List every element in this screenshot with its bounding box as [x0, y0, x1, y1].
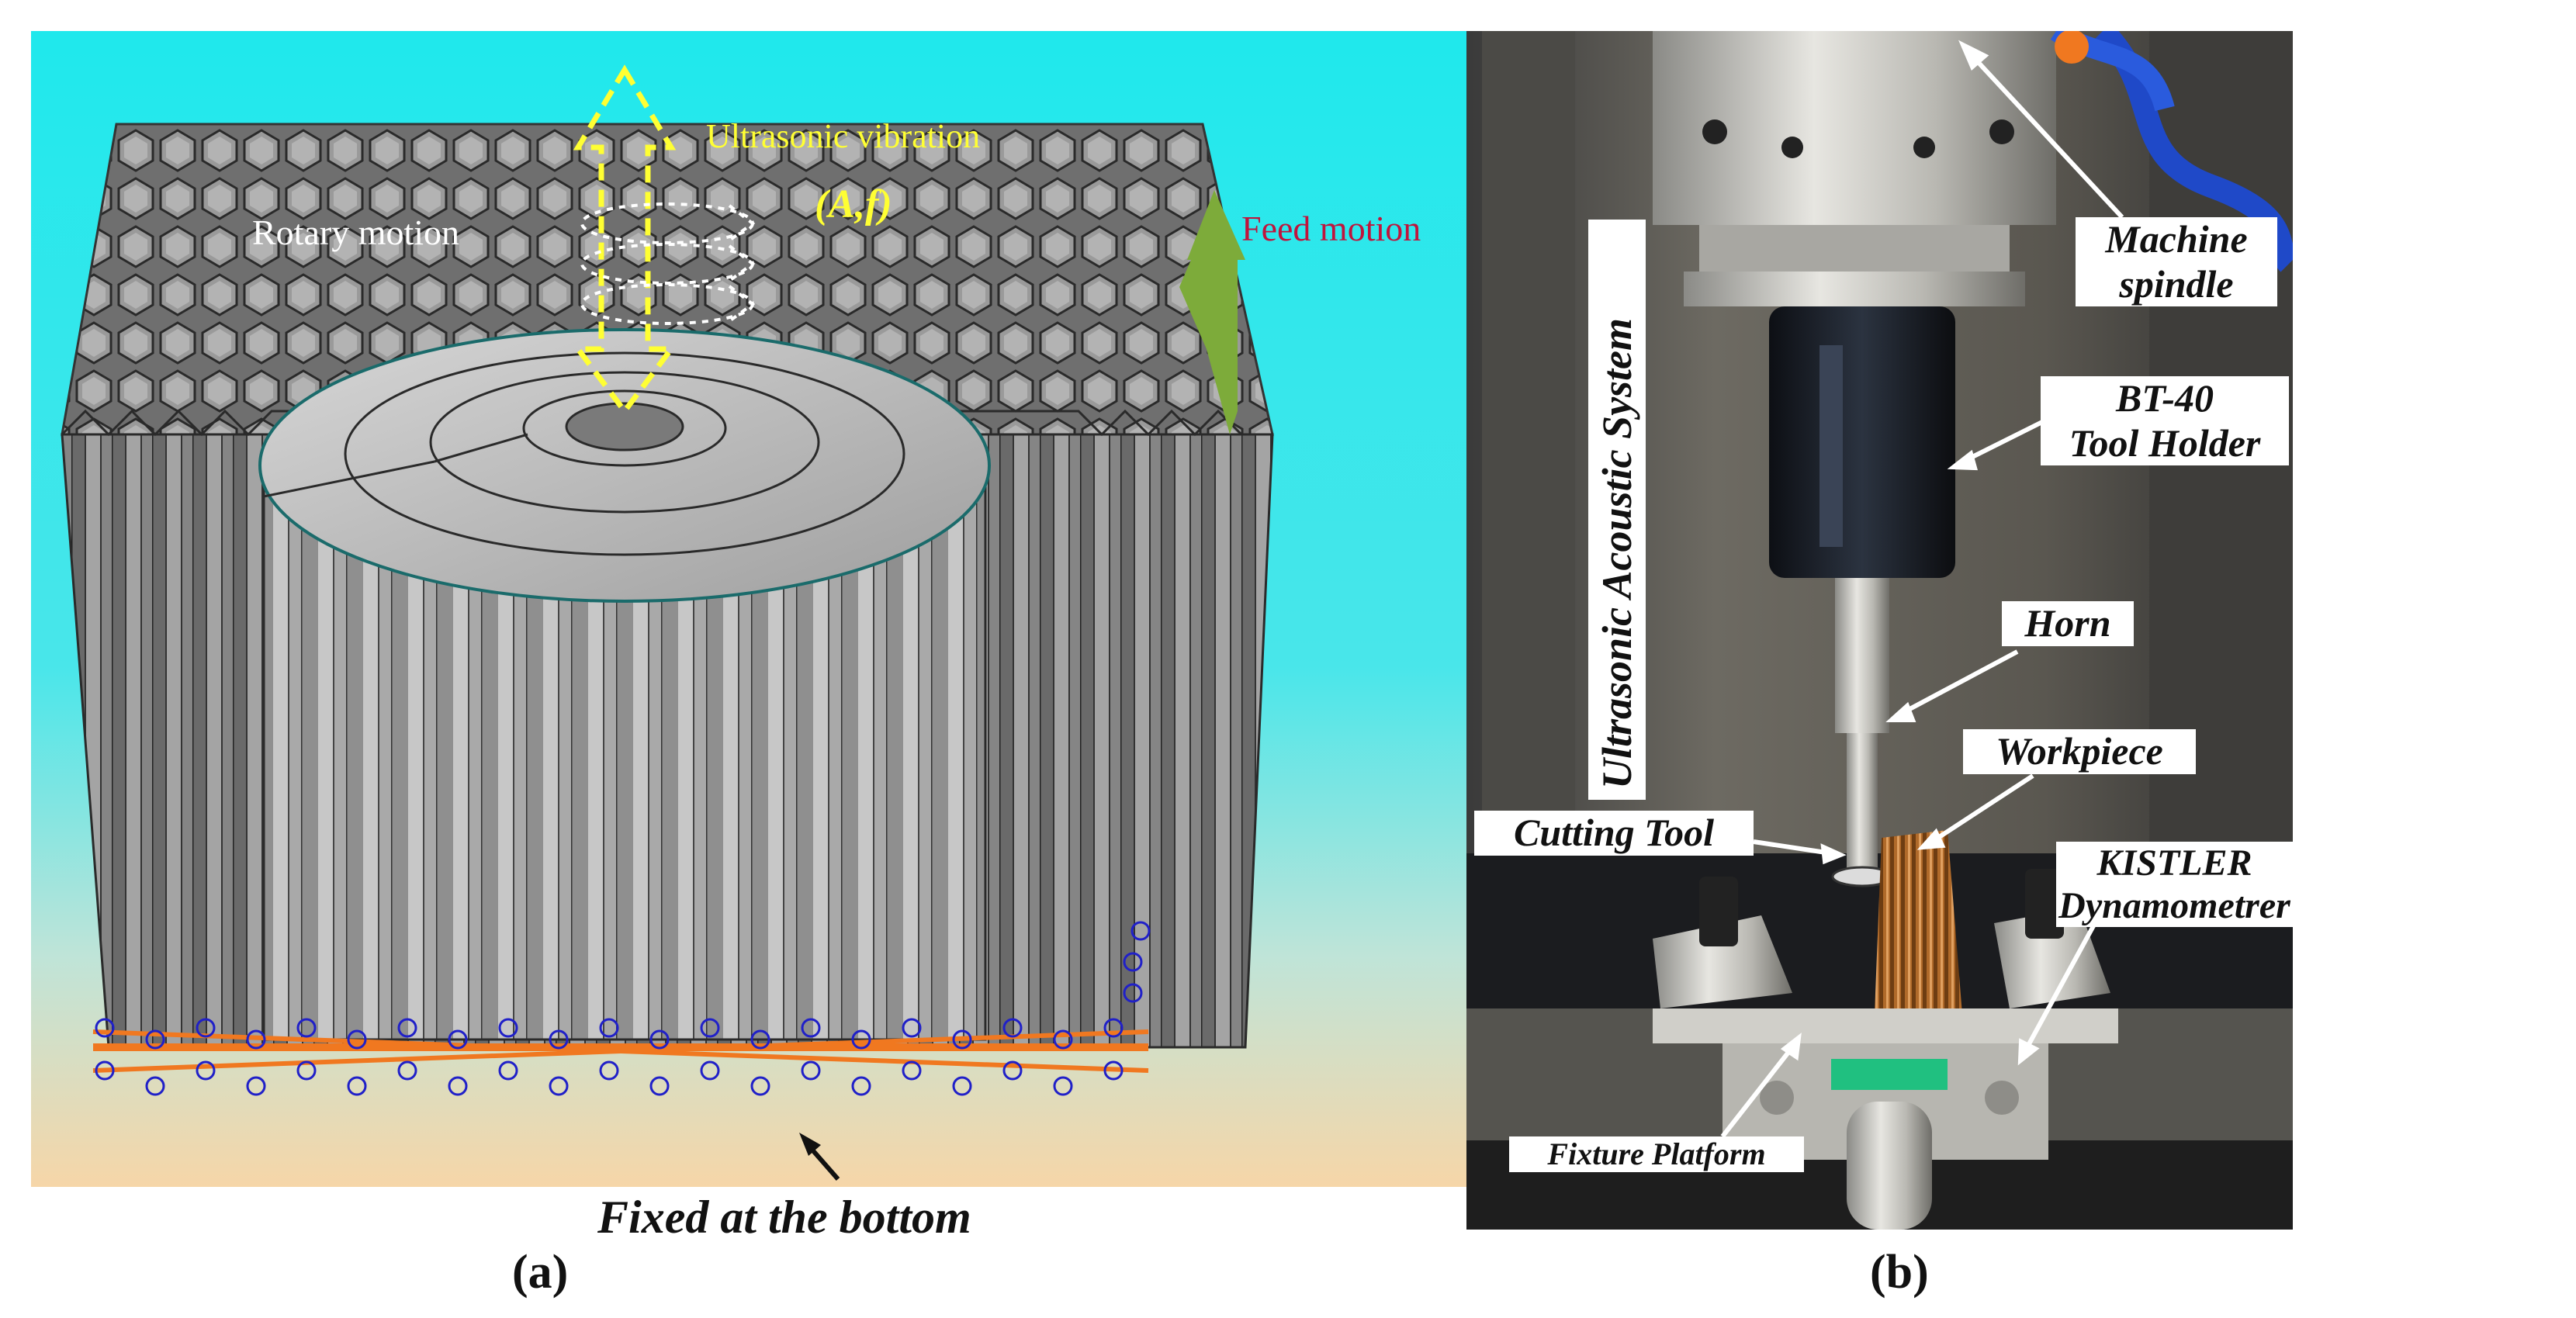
- feed-label: Feed motion: [1241, 209, 1421, 248]
- label-cutting-tool-text: Cutting Tool: [1514, 811, 1714, 854]
- label-kistler-line2: Dynamometrer: [2058, 885, 2290, 927]
- label-tool-holder: BT-40 Tool Holder: [2041, 376, 2289, 465]
- label-cutting-tool: Cutting Tool: [1474, 811, 1754, 856]
- label-kistler: KISTLER Dynamometrer: [2056, 842, 2293, 928]
- label-machine-spindle: Machine spindle: [2076, 217, 2277, 306]
- rotary-arrows: [580, 202, 756, 325]
- pointer-arrows: [1720, 40, 2124, 1138]
- vibration-label: Ultrasonic vibration: [706, 117, 980, 155]
- sub-label-a: (a): [512, 1246, 569, 1299]
- panel-a-fe-model: Ultrasonic vibration (A,f) Rotary motion…: [31, 31, 1466, 1187]
- feed-arrow: [1179, 190, 1245, 434]
- panel-b-setup-photo: Machine spindle BT-40 Tool Holder Horn W…: [1466, 22, 2298, 1230]
- label-horn-text: Horn: [2024, 601, 2111, 645]
- label-tool-holder-line1: BT-40: [2116, 376, 2214, 420]
- sub-label-b: (b): [1870, 1246, 1929, 1299]
- label-fixture-platform: Fixture Platform: [1509, 1136, 1804, 1172]
- fe-model-drawing: Ultrasonic vibration (A,f) Rotary motion…: [31, 31, 1466, 1187]
- label-machine-spindle-text: Machine spindle: [2105, 217, 2248, 306]
- fixed-bottom-caption: Fixed at the bottom: [597, 1192, 971, 1243]
- label-workpiece-text: Workpiece: [1996, 729, 2163, 773]
- label-fixture-platform-text: Fixture Platform: [1547, 1136, 1766, 1171]
- label-tool-holder-line2: Tool Holder: [2069, 420, 2261, 465]
- amp-freq-label: (A,f): [815, 182, 892, 227]
- rotary-label: Rotary motion: [252, 213, 459, 252]
- label-workpiece: Workpiece: [1963, 729, 2196, 774]
- bottom-pointer-arrow: [799, 1133, 840, 1181]
- vibration-arrow: [573, 64, 677, 416]
- label-horn: Horn: [2002, 601, 2134, 646]
- constraint-markers: [92, 921, 1151, 1096]
- label-kistler-line1: KISTLER: [2096, 842, 2252, 884]
